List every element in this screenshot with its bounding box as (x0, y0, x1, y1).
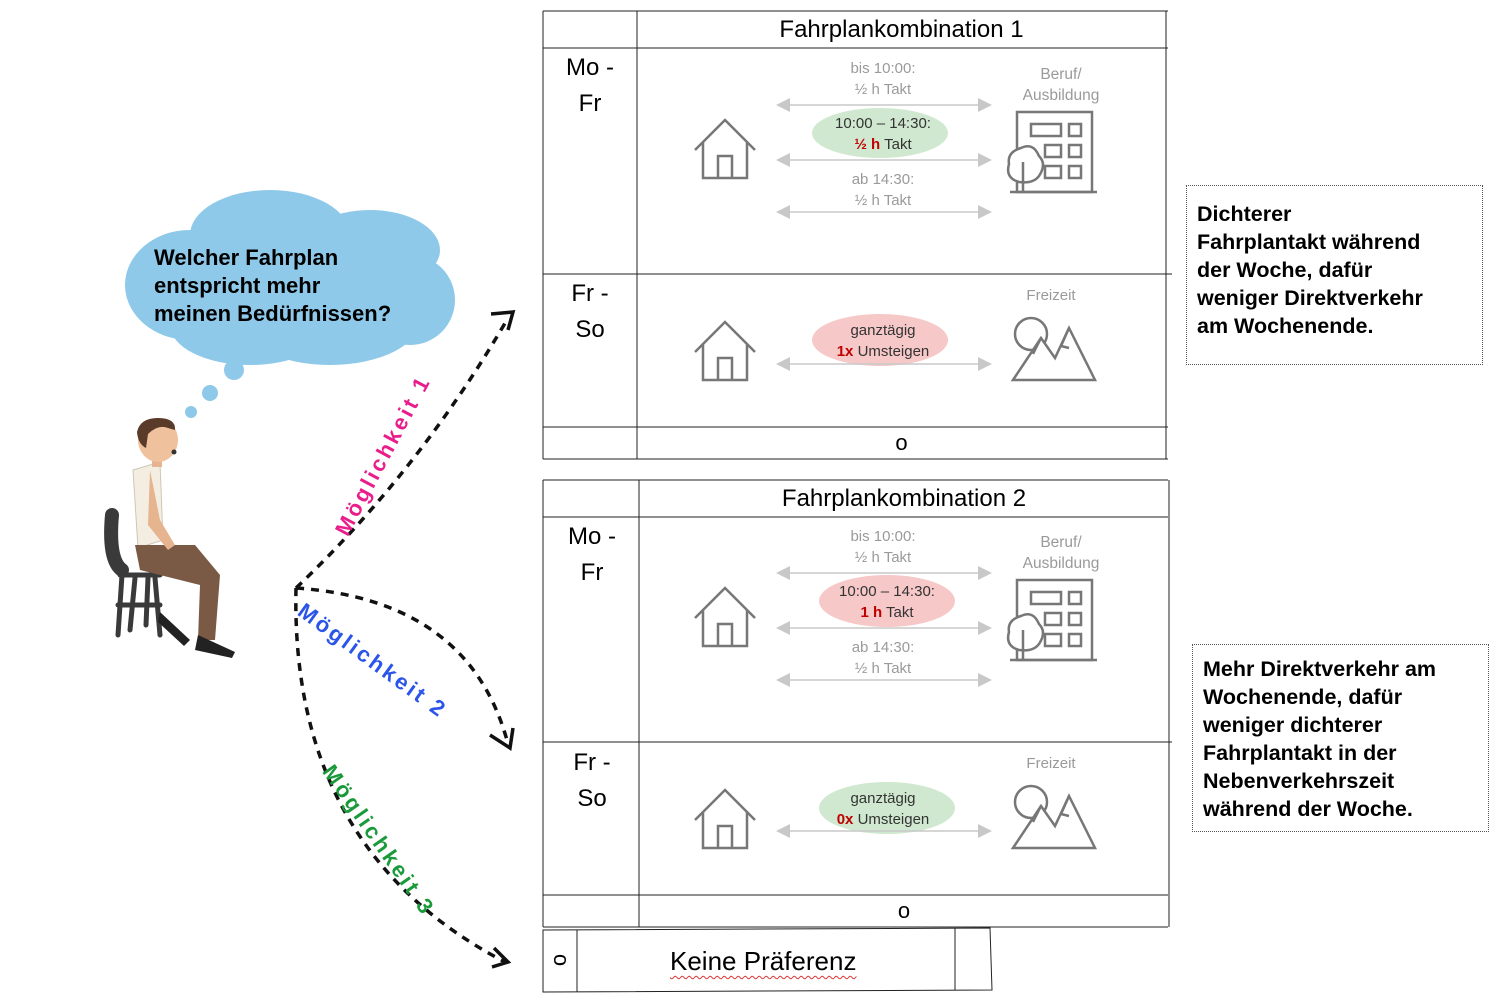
highlight-bubble (819, 782, 955, 834)
combo2-radio[interactable]: o (897, 898, 911, 923)
home-icon (693, 788, 757, 850)
combo1-weekday-label: Mo -Fr (566, 54, 614, 117)
combo1-leisure-label: Freizeit (1026, 287, 1076, 304)
left-illustration (104, 190, 516, 969)
chair (104, 508, 163, 638)
home-icon (693, 118, 757, 180)
no-preference-label: Keine Präferenz (670, 946, 857, 976)
leisure-mountain-icon (1011, 316, 1097, 382)
choice-arrows (294, 317, 510, 964)
highlight-bubble (812, 314, 948, 366)
combo1-work-label: Beruf/Ausbildung (1022, 66, 1100, 104)
home-icon (693, 586, 757, 648)
home-icon (693, 320, 757, 382)
combo2-slot2: 10:00 – 14:30:1 h Takt (839, 583, 935, 621)
combo2-weekday-label: Mo -Fr (568, 523, 616, 586)
combo1-weekend-label: Fr -So (571, 280, 609, 343)
combo2-slot1: bis 10:00:½ h Takt (850, 528, 916, 566)
highlight-bubble (812, 108, 948, 158)
leisure-mountain-icon (1011, 784, 1097, 850)
highlight-bubble (819, 575, 955, 627)
person (132, 418, 235, 658)
thought-cloud (125, 190, 455, 418)
workplace-icon (1006, 110, 1099, 194)
combo1-radio[interactable]: o (895, 430, 908, 455)
workplace-icon (1006, 578, 1099, 662)
combo2-leisure-label: Freizeit (1026, 755, 1076, 772)
combo1-slot2: 10:00 – 14:30:½ h Takt (835, 115, 931, 153)
no-preference-radio[interactable]: o (546, 953, 571, 967)
combo2-weekend-label: Fr -So (573, 749, 611, 812)
combo1-title: Fahrplankombination 1 (779, 16, 1024, 43)
combo2-title: Fahrplankombination 2 (781, 485, 1027, 512)
combo2-work-label: Beruf/Ausbildung (1022, 534, 1100, 572)
arrow-heads (489, 310, 516, 969)
question-text: Welcher Fahrplan entspricht mehr meinen … (154, 245, 392, 326)
combo1-slot1: bis 10:00:½ h Takt (850, 60, 916, 98)
combo2-slot3: ab 14:30:½ h Takt (851, 639, 915, 677)
combo1-slot3: ab 14:30:½ h Takt (851, 171, 915, 209)
